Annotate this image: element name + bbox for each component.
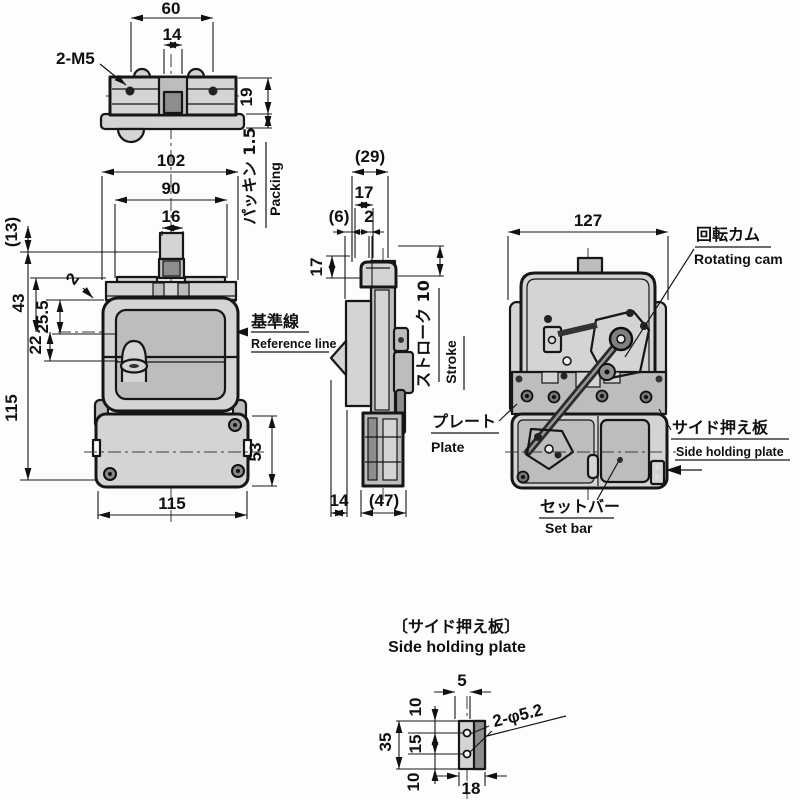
set-bar-label-en: Set bar xyxy=(545,520,593,536)
detail-hole xyxy=(462,749,472,759)
dim-10-top: 10 xyxy=(406,698,425,717)
reference-label-jp: 基準線 xyxy=(250,312,299,331)
hole-callout: 2-φ5.2 xyxy=(491,700,545,731)
plate-label-jp: プレート xyxy=(432,412,496,431)
rear-view: 127 回転カム Rotating cam サイド押え板 Side holdin… xyxy=(431,211,790,536)
side-holding-plate-edge xyxy=(649,459,666,486)
side-plate-arrow xyxy=(666,465,681,475)
base-plate-screws xyxy=(103,418,245,481)
dim-2: 2 xyxy=(364,207,373,226)
side-view: (29) 17 (6) 2 17 ストローク 10 Stroke 14 (47) xyxy=(307,147,465,517)
detail-view: 〔サイド押え板〕 Side holding plate 5 10 15 10 3… xyxy=(376,617,567,799)
dim-2: 2 xyxy=(62,270,83,289)
detail-title-jp: 〔サイド押え板〕 xyxy=(392,617,520,636)
dim-14: 14 xyxy=(163,25,182,44)
dim-102: 102 xyxy=(157,151,185,170)
dim-6: (6) xyxy=(329,207,350,226)
set-bar-bracket xyxy=(516,427,575,484)
dim-10-bottom: 10 xyxy=(404,773,423,792)
dim-25-5: 25.5 xyxy=(33,300,52,333)
flange-bump xyxy=(116,127,146,144)
dim-17-top: 17 xyxy=(355,183,374,202)
dim-19: 19 xyxy=(237,88,256,107)
dim-60: 60 xyxy=(162,0,181,18)
dim-29: (29) xyxy=(355,147,385,166)
dim-43: 43 xyxy=(9,294,28,313)
dim-22: 22 xyxy=(26,336,45,355)
side-plate-label-jp: サイド押え板 xyxy=(672,418,769,437)
rotating-cam-mechanism xyxy=(524,309,651,456)
dim-35: 35 xyxy=(376,733,395,752)
detail-title-en: Side holding plate xyxy=(388,639,526,656)
dim-15: 15 xyxy=(406,735,425,754)
dim-5: 5 xyxy=(457,671,466,690)
set-bar-label-jp: セットバー xyxy=(540,497,620,516)
packing-label-en: Packing xyxy=(267,162,283,216)
dim-47: (47) xyxy=(369,491,399,510)
dim-13: (13) xyxy=(2,217,21,247)
cam-label-en: Rotating cam xyxy=(694,251,783,267)
stroke-label-en: Stroke xyxy=(443,340,459,384)
packing-label-jp: パッキン 1.5 xyxy=(240,127,259,224)
band-screws xyxy=(515,375,663,404)
screw-hole xyxy=(125,86,135,96)
top-view: 60 14 2-M5 19 パッキン 1.5 Packing xyxy=(56,0,283,228)
dim-14: 14 xyxy=(330,491,349,510)
dim-127: 127 xyxy=(574,211,602,230)
dim-90: 90 xyxy=(162,179,181,198)
dim-16: 16 xyxy=(162,207,181,226)
cam-label-jp: 回転カム xyxy=(696,225,760,244)
dim-115-left: 115 xyxy=(2,394,21,421)
dim-53: 53 xyxy=(246,443,265,462)
stroke-label-jp: ストローク 10 xyxy=(414,280,433,388)
dim-17-left: 17 xyxy=(307,258,326,277)
front-view: 102 90 16 (13) 115 43 25.5 22 2 53 115 xyxy=(2,150,337,522)
thread-callout: 2-M5 xyxy=(56,49,95,68)
dim-18: 18 xyxy=(462,779,481,798)
reference-label-en: Reference line xyxy=(251,337,337,351)
screw-hole xyxy=(208,86,218,96)
base-plate xyxy=(94,412,250,489)
detail-hole xyxy=(462,728,472,738)
dim-115-bottom: 115 xyxy=(158,494,185,513)
side-plate-label-en: Side holding plate xyxy=(676,445,784,459)
plate-label-en: Plate xyxy=(431,439,465,455)
